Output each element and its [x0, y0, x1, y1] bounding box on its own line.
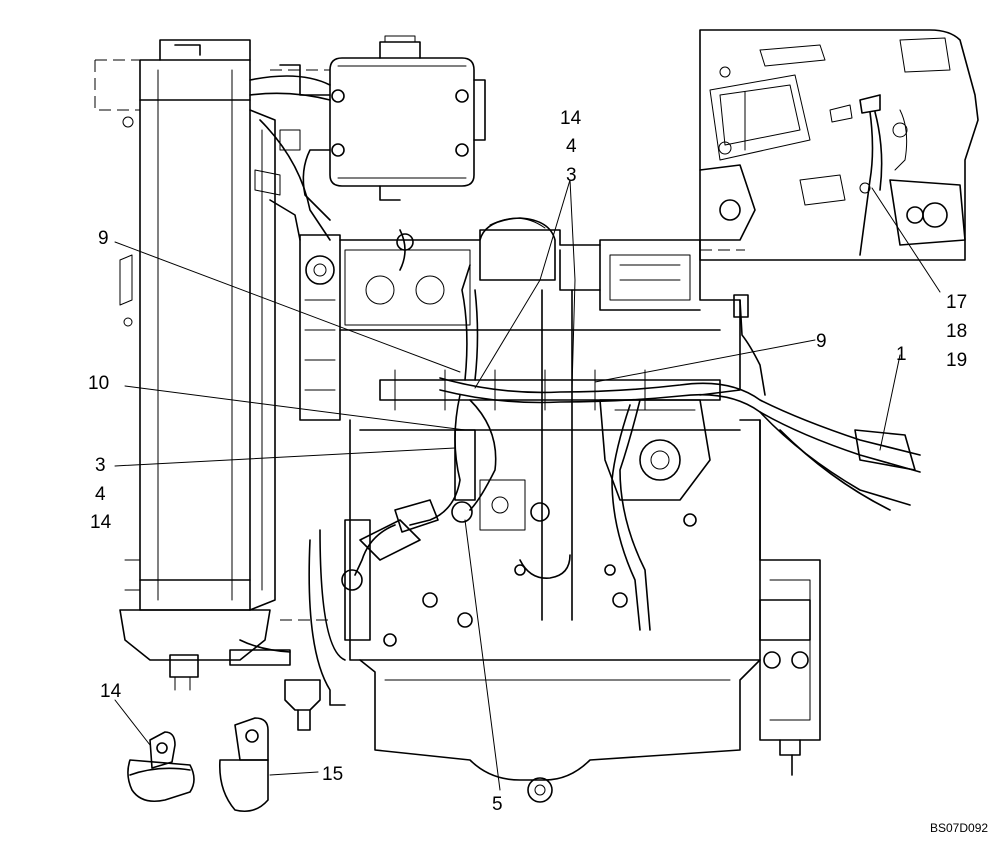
callout-17: 17	[946, 292, 967, 313]
callout-1: 1	[896, 344, 907, 365]
callout-4-left: 4	[95, 484, 106, 505]
callout-9-left: 9	[98, 228, 109, 249]
leader-lines	[114, 179, 941, 791]
callout-4-top: 4	[566, 136, 577, 157]
callout-3-top: 3	[566, 165, 577, 186]
callout-14-top: 14	[560, 108, 582, 129]
wire-harness	[239, 229, 921, 653]
callout-labels: 14 4 3 9 9 10 1 3 4 14 17 18 19 14 15 5	[88, 108, 967, 815]
callout-9-right: 9	[816, 331, 827, 352]
callout-3-left: 3	[95, 455, 106, 476]
coolant-tank	[270, 35, 486, 221]
engine-block	[229, 217, 821, 803]
callout-14-left: 14	[90, 512, 112, 533]
inset-detail	[699, 29, 979, 261]
callout-19: 19	[946, 350, 967, 371]
callout-14-bottom: 14	[100, 681, 122, 702]
callout-18: 18	[946, 321, 967, 342]
clamp-14	[127, 731, 195, 803]
radiator	[94, 39, 276, 691]
clamp-15	[218, 717, 269, 813]
upper-hoses	[249, 75, 331, 241]
callout-15: 15	[322, 764, 343, 785]
callout-10: 10	[88, 373, 109, 394]
callout-5: 5	[492, 794, 503, 815]
drawing-code: BS07D092	[930, 821, 988, 835]
